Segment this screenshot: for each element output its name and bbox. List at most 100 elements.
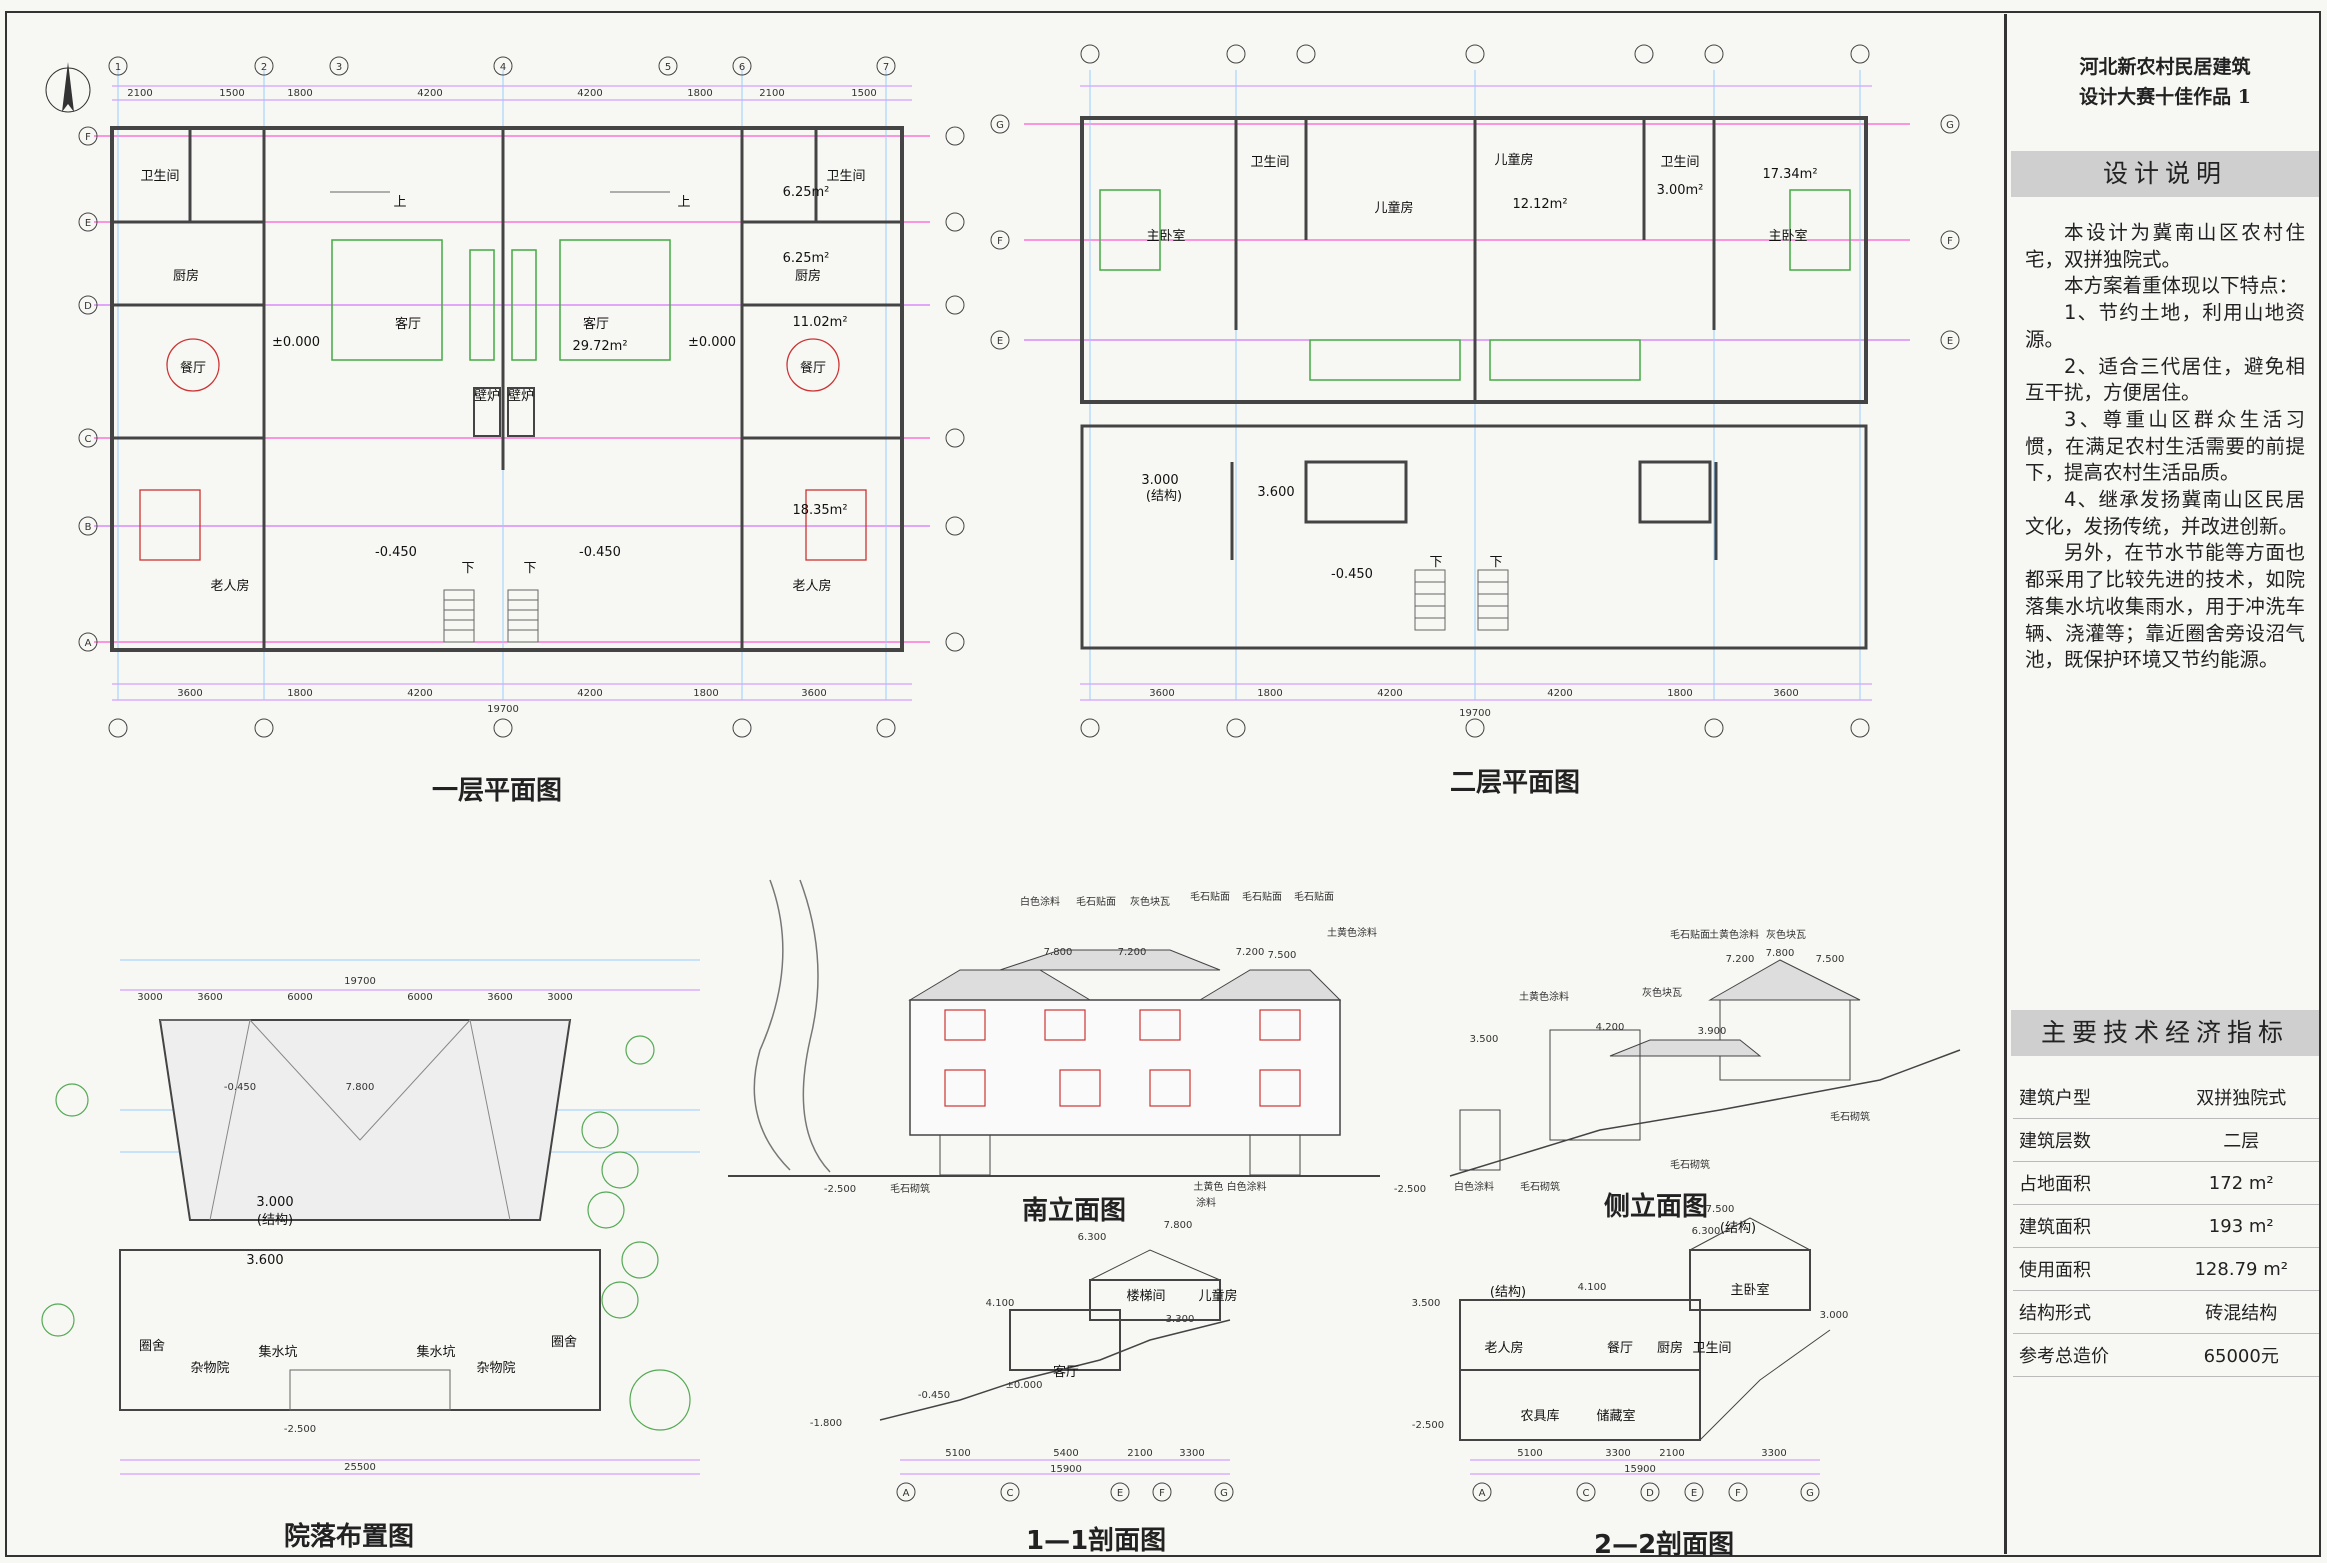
room-label: 楼梯间 bbox=[1126, 1289, 1165, 1304]
description-paragraph: 另外，在节水节能等方面也都采用了比较先进的技术，如院落集水坑收集雨水，用于冲洗车… bbox=[2025, 541, 2305, 672]
axis-label: 5 bbox=[665, 62, 671, 73]
site-title: 院落布置图 bbox=[284, 1522, 415, 1552]
structure-label: (结构) bbox=[1146, 489, 1182, 504]
axis-label: F bbox=[997, 236, 1003, 247]
room-label: 壁炉 bbox=[474, 389, 500, 404]
material-label: 土黄色涂料 bbox=[1519, 990, 1569, 1003]
room-label: 主卧室 bbox=[1146, 228, 1185, 244]
south-elevation: 白色涂料 毛石贴面 灰色块瓦 毛石贴面 毛石贴面 毛石贴面 土黄色涂料 毛石砌筑… bbox=[728, 879, 1380, 1209]
axis-label: F bbox=[1159, 1488, 1165, 1499]
sheet-frame bbox=[5, 11, 2321, 1557]
spec-label: 参考总造价 bbox=[2013, 1333, 2164, 1377]
plan2-title: 二层平面图 bbox=[1450, 768, 1581, 798]
dimension-label: 2100 bbox=[127, 88, 152, 99]
level-label: 3.000 bbox=[256, 1195, 293, 1210]
axis-label: F bbox=[1947, 236, 1953, 247]
level-label: 7.800 bbox=[1766, 948, 1795, 959]
material-label: 土黄色 白色涂料 bbox=[1193, 1180, 1266, 1193]
site-label: 圈舍 bbox=[551, 1335, 577, 1350]
site-label: 集水坑 bbox=[258, 1344, 297, 1360]
axis-label: A bbox=[85, 638, 92, 649]
level-label: 6.300 bbox=[1078, 1232, 1107, 1243]
level-label: 3.500 bbox=[1470, 1034, 1499, 1045]
dimension-label: 4200 bbox=[407, 688, 432, 699]
stair-label: 上 bbox=[677, 195, 690, 210]
dimension-label: 3300 bbox=[1179, 1448, 1204, 1459]
axis-label: 1 bbox=[115, 62, 121, 73]
dimension-label: 4200 bbox=[1547, 688, 1572, 699]
room-label: 餐厅 bbox=[180, 360, 206, 376]
level-label: ±0.000 bbox=[688, 335, 736, 350]
room-label: 儿童房 bbox=[1198, 1288, 1237, 1304]
material-label: 土黄色涂料 bbox=[1327, 926, 1377, 939]
axis-label: E bbox=[997, 336, 1003, 347]
area-label: 17.34m² bbox=[1762, 167, 1817, 182]
axis-label: E bbox=[1947, 336, 1953, 347]
material-label: 毛石贴面 bbox=[1076, 895, 1116, 908]
axis-label: C bbox=[1007, 1488, 1014, 1499]
dimension-label: 1500 bbox=[219, 88, 244, 99]
sheet-title-line2: 设计大赛十佳作品 1 bbox=[2079, 86, 2251, 108]
room-label: 主卧室 bbox=[1730, 1282, 1769, 1298]
spec-value: 二层 bbox=[2163, 1118, 2319, 1162]
room-label: 主卧室 bbox=[1768, 228, 1807, 244]
dimension-label: 4200 bbox=[577, 688, 602, 699]
axis-label: D bbox=[84, 301, 92, 312]
axis-label: 4 bbox=[500, 62, 506, 73]
level-label: -0.450 bbox=[1331, 567, 1373, 582]
level-label: 7.500 bbox=[1268, 950, 1297, 961]
room-label: 卫生间 bbox=[826, 169, 865, 184]
room-label: 餐厅 bbox=[1607, 1340, 1633, 1356]
level-label: -0.450 bbox=[579, 545, 621, 560]
north-arrow-icon bbox=[45, 62, 91, 113]
dimension-label: 4200 bbox=[417, 88, 442, 99]
level-label: 3.000 bbox=[1141, 473, 1178, 488]
dimension-label: 4200 bbox=[577, 88, 602, 99]
room-label: 卫生间 bbox=[1692, 1341, 1731, 1356]
axis-label: C bbox=[1583, 1488, 1590, 1499]
spec-label: 结构形式 bbox=[2013, 1290, 2164, 1334]
level-label: 7.800 bbox=[346, 1082, 375, 1093]
area-label: 11.02m² bbox=[792, 315, 847, 330]
area-label: 6.25m² bbox=[783, 185, 830, 200]
axis-label: D bbox=[1646, 1488, 1654, 1499]
dimension-label: 3600 bbox=[1773, 688, 1798, 699]
level-label: 7.200 bbox=[1726, 954, 1755, 965]
level-label: 3.600 bbox=[246, 1253, 283, 1268]
axis-label: C bbox=[85, 434, 92, 445]
structure-label: (结构) bbox=[257, 1213, 293, 1228]
room-label: 壁炉 bbox=[508, 389, 534, 404]
level-label: 7.500 bbox=[1706, 1204, 1735, 1215]
room-label: 餐厅 bbox=[800, 360, 826, 376]
spec-label: 建筑户型 bbox=[2013, 1076, 2164, 1119]
description-paragraph: 2、适合三代居住，避免相互干扰，方便居住。 bbox=[2025, 354, 2305, 405]
side-elevation: 毛石贴面 土黄色涂料 灰色块瓦 土黄色涂料 灰色块瓦 毛石砌筑 毛石砌筑 白色涂… bbox=[1394, 928, 1961, 1195]
level-label: 7.800 bbox=[1164, 1220, 1193, 1231]
axis-label: F bbox=[1735, 1488, 1741, 1499]
area-label: 18.35m² bbox=[792, 503, 847, 518]
level-label: 3.300 bbox=[1166, 1314, 1195, 1325]
level-label: 4.200 bbox=[1596, 1022, 1625, 1033]
level-label: 7.200 bbox=[1236, 947, 1265, 958]
site-label: 杂物院 bbox=[476, 1361, 515, 1376]
dimension-label: 3600 bbox=[487, 992, 512, 1003]
spec-value: 65000元 bbox=[2163, 1333, 2319, 1377]
description-heading: 设计说明 bbox=[2011, 151, 2319, 197]
stair-label: 下 bbox=[461, 561, 474, 576]
description-paragraph: 本方案着重体现以下特点： bbox=[2064, 274, 2299, 298]
site-layout-plan: 19700 3000 3600 6000 6000 3600 3000 2550… bbox=[41, 959, 700, 1475]
info-sidebar: 河北新农村民居建筑 设计大赛十佳作品 1 设计说明 本设计为冀南山区农村住宅，双… bbox=[2004, 14, 2323, 1554]
dimension-label: 3300 bbox=[1761, 1448, 1786, 1459]
axis-label: 2 bbox=[261, 62, 267, 73]
room-label: 老人房 bbox=[210, 578, 249, 594]
axis-label: G bbox=[1220, 1488, 1228, 1499]
material-label: 白色涂料 bbox=[1454, 1180, 1494, 1193]
room-label: 老人房 bbox=[792, 578, 831, 594]
room-label: 卫生间 bbox=[1660, 155, 1699, 170]
dimension-label: 1800 bbox=[687, 88, 712, 99]
